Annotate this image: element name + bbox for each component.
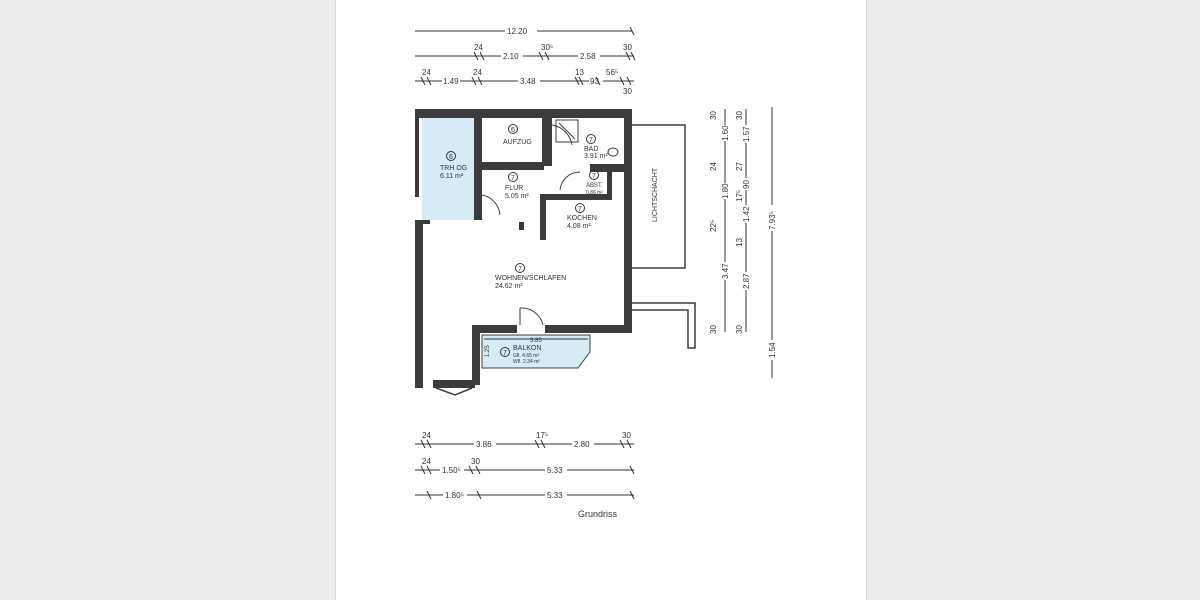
dim-label: 56⁵ bbox=[606, 68, 618, 77]
svg-text:5.33: 5.33 bbox=[547, 466, 563, 475]
svg-text:30: 30 bbox=[709, 111, 718, 120]
room-balkon: 7 BALKON Gfl. 4.65 m² Wfl. 2.34 m² 3.85 … bbox=[484, 338, 588, 365]
svg-text:5.33: 5.33 bbox=[547, 491, 563, 500]
svg-text:FLUR: FLUR bbox=[505, 185, 523, 192]
svg-text:2.80: 2.80 bbox=[574, 440, 590, 449]
svg-text:0.86 m²: 0.86 m² bbox=[586, 190, 603, 196]
dim-label: 1.49 bbox=[443, 77, 459, 86]
svg-text:BAD: BAD bbox=[584, 146, 598, 153]
svg-text:24: 24 bbox=[709, 162, 718, 171]
svg-text:30: 30 bbox=[471, 457, 480, 466]
svg-text:24: 24 bbox=[422, 457, 431, 466]
svg-text:6.11 m²: 6.11 m² bbox=[440, 173, 464, 180]
svg-text:2.87: 2.87 bbox=[742, 273, 751, 289]
svg-text:5.05 m²: 5.05 m² bbox=[505, 193, 529, 200]
svg-text:3.47: 3.47 bbox=[721, 263, 730, 279]
dim-label: 30⁵ bbox=[541, 43, 553, 52]
svg-text:BALKON: BALKON bbox=[513, 345, 541, 352]
svg-text:27: 27 bbox=[735, 162, 744, 171]
svg-text:1.50⁵: 1.50⁵ bbox=[442, 466, 461, 475]
svg-text:Gfl. 4.65 m²: Gfl. 4.65 m² bbox=[513, 353, 539, 359]
door-swing bbox=[481, 194, 501, 216]
svg-text:7: 7 bbox=[578, 206, 582, 213]
svg-text:30: 30 bbox=[735, 325, 744, 334]
room-bad: 7 BAD 3.91 m² bbox=[584, 134, 608, 160]
dim-label: 3.48 bbox=[520, 77, 536, 86]
svg-text:13: 13 bbox=[735, 238, 744, 247]
shower-icon bbox=[555, 119, 579, 143]
light-shaft-label: LICHTSCHACHT bbox=[652, 167, 659, 222]
svg-text:3.86: 3.86 bbox=[476, 440, 492, 449]
dim-label: 13 bbox=[575, 68, 584, 77]
room-kochen: 7 KOCHEN 4.08 m² bbox=[567, 203, 597, 230]
svg-text:24: 24 bbox=[422, 431, 431, 440]
room-trh-og: 6 TRH OG 6.11 m² bbox=[440, 151, 467, 180]
walls bbox=[415, 109, 632, 388]
room-wohnen-schlafen: 7 WOHNEN/SCHLAFEN 24.62 m² bbox=[495, 263, 566, 290]
toilet-icon bbox=[607, 147, 619, 157]
svg-text:1.25: 1.25 bbox=[485, 345, 491, 357]
dim-label: 2.58 bbox=[580, 52, 596, 61]
svg-text:24.62 m²: 24.62 m² bbox=[495, 283, 523, 290]
light-shaft-outline bbox=[632, 124, 686, 269]
svg-text:6: 6 bbox=[511, 127, 515, 134]
svg-text:7: 7 bbox=[592, 173, 596, 180]
svg-text:17⁵: 17⁵ bbox=[536, 431, 548, 440]
svg-text:7: 7 bbox=[518, 266, 522, 273]
balcony-area bbox=[481, 334, 591, 369]
svg-text:7: 7 bbox=[589, 137, 593, 144]
dim-label: 24 bbox=[473, 68, 482, 77]
bottom-dimensions: 24 3.86 17⁵ 2.80 30 24 1.50⁵ 30 5.33 1.8… bbox=[415, 431, 634, 500]
tick-marks bbox=[420, 26, 636, 500]
svg-text:6: 6 bbox=[449, 154, 453, 161]
room-abstellraum: 7 ABST. 0.86 m² bbox=[586, 170, 603, 196]
svg-text:7: 7 bbox=[503, 350, 507, 357]
svg-text:KOCHEN: KOCHEN bbox=[567, 215, 597, 222]
svg-text:1.54: 1.54 bbox=[768, 342, 777, 358]
document-page bbox=[335, 0, 867, 600]
terrace-outline bbox=[632, 302, 696, 349]
svg-text:AUFZUG: AUFZUG bbox=[503, 139, 532, 146]
svg-text:30: 30 bbox=[735, 111, 744, 120]
dim-label: 24 bbox=[422, 68, 431, 77]
svg-text:30: 30 bbox=[709, 325, 718, 334]
svg-text:7: 7 bbox=[511, 175, 515, 182]
svg-text:TRH OG: TRH OG bbox=[440, 165, 467, 172]
dim-label: 24 bbox=[474, 43, 483, 52]
svg-text:1.80: 1.80 bbox=[721, 183, 730, 199]
dim-label: 93 bbox=[590, 77, 599, 86]
svg-text:ABST.: ABST. bbox=[586, 183, 603, 189]
svg-text:1.60: 1.60 bbox=[721, 125, 730, 141]
room-flur: 7 FLUR 5.05 m² bbox=[505, 172, 529, 200]
svg-text:4.08 m²: 4.08 m² bbox=[567, 223, 591, 230]
svg-text:Wfl. 2.34 m²: Wfl. 2.34 m² bbox=[513, 359, 540, 365]
svg-text:7.93⁵: 7.93⁵ bbox=[768, 211, 777, 230]
caption: Grundriss bbox=[578, 509, 618, 519]
svg-text:22⁵: 22⁵ bbox=[709, 220, 718, 232]
dim-label: 30 bbox=[623, 87, 632, 96]
room-aufzug: 6 AUFZUG bbox=[503, 124, 532, 146]
svg-text:1.57: 1.57 bbox=[742, 126, 751, 142]
door-swing bbox=[519, 307, 544, 326]
svg-text:3.91 m²: 3.91 m² bbox=[584, 153, 608, 160]
bay-window bbox=[435, 387, 473, 396]
top-dimensions: 12.20 24 2.10 30⁵ 2.58 30 24 1.49 24 3.4… bbox=[415, 26, 634, 96]
stair-area bbox=[422, 118, 474, 220]
svg-text:3.85: 3.85 bbox=[530, 338, 542, 344]
dim-label: 2.10 bbox=[503, 52, 519, 61]
dim-label: 30 bbox=[623, 43, 632, 52]
dim-label: 12.20 bbox=[507, 27, 528, 36]
svg-text:30: 30 bbox=[622, 431, 631, 440]
svg-text:90: 90 bbox=[742, 180, 751, 189]
svg-text:17⁵: 17⁵ bbox=[735, 190, 744, 202]
svg-text:WOHNEN/SCHLAFEN: WOHNEN/SCHLAFEN bbox=[495, 275, 566, 282]
right-dimensions: 30 1.60 24 1.80 22⁵ 3.47 30 30 1.57 27 9… bbox=[709, 107, 777, 378]
svg-text:1.80⁵: 1.80⁵ bbox=[445, 491, 464, 500]
svg-text:1.42: 1.42 bbox=[742, 206, 751, 222]
